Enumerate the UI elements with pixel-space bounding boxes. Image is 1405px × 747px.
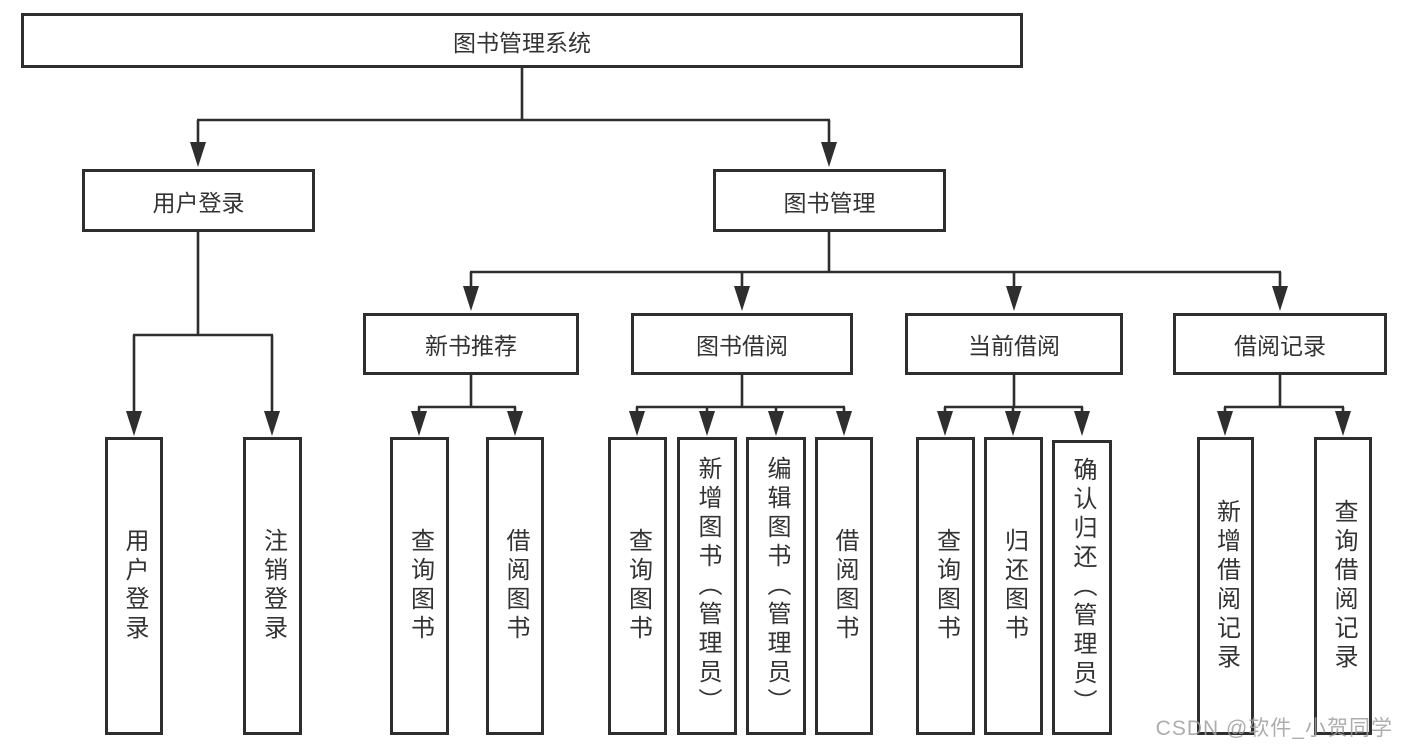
node-current-borrow: 当前借阅	[905, 313, 1123, 375]
node-borrow-records: 借阅记录	[1173, 313, 1387, 375]
leaf-borrow-book: 借阅图书	[815, 437, 873, 735]
arrow-down-icon	[836, 411, 852, 436]
arrow-down-icon	[629, 411, 645, 436]
leaf-query-book-current: 查询图书	[916, 437, 975, 735]
leaf-add-borrow-record: 新增借阅记录	[1197, 437, 1254, 735]
arrow-down-icon	[126, 411, 142, 436]
leaf-user-login: 用户登录	[105, 437, 163, 735]
leaf-logout-login: 注销登录	[243, 437, 302, 735]
leaf-add-book-admin: 新增图书（管理员）	[677, 437, 737, 735]
leaf-query-borrow-record: 查询借阅记录	[1314, 437, 1372, 735]
node-user-login: 用户登录	[82, 169, 315, 232]
node-new-book-recommend: 新书推荐	[363, 313, 579, 375]
arrow-down-icon	[264, 411, 280, 436]
connector-paths	[132, 68, 1345, 418]
watermark: CSDN @软件_小贺同学	[1155, 717, 1393, 740]
arrow-down-icon	[411, 411, 427, 436]
arrow-down-icon	[1006, 286, 1022, 311]
node-root-system: 图书管理系统	[21, 13, 1023, 68]
arrow-down-icon	[937, 411, 953, 436]
arrow-down-icon	[1335, 411, 1351, 436]
leaf-confirm-return-admin: 确认归还（管理员）	[1052, 440, 1112, 735]
arrow-down-icon	[1217, 411, 1233, 436]
arrow-down-icon	[821, 142, 837, 167]
arrow-down-icon	[768, 411, 784, 436]
arrowhead-icons	[126, 142, 1351, 436]
arrow-down-icon	[699, 411, 715, 436]
arrow-down-icon	[734, 286, 750, 311]
leaf-edit-book-admin: 编辑图书（管理员）	[746, 437, 806, 735]
leaf-return-book: 归还图书	[984, 437, 1043, 735]
arrow-down-icon	[1005, 411, 1021, 436]
arrow-down-icon	[1074, 411, 1090, 436]
arrow-down-icon	[463, 286, 479, 311]
arrow-down-icon	[190, 142, 206, 167]
leaf-borrow-book-recommend: 借阅图书	[486, 437, 544, 735]
node-book-borrow: 图书借阅	[631, 313, 853, 375]
arrow-down-icon	[507, 411, 523, 436]
leaf-query-book-recommend: 查询图书	[390, 437, 449, 735]
node-book-management: 图书管理	[713, 169, 946, 232]
leaf-query-book-borrow: 查询图书	[608, 437, 667, 735]
arrow-down-icon	[1272, 286, 1288, 311]
